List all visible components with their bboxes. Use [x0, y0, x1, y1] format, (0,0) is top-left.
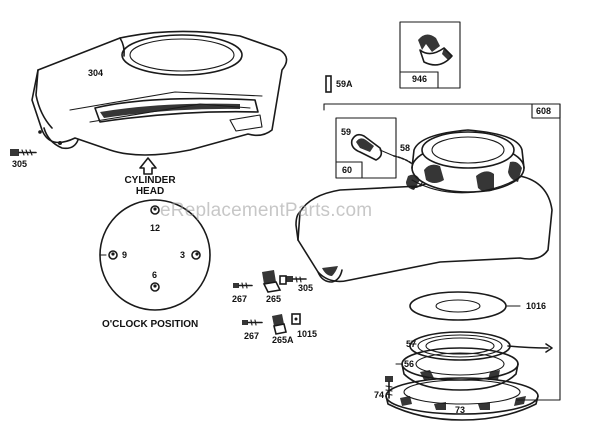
label-60: 60 [342, 165, 353, 175]
screw-305-right [286, 276, 307, 283]
label-265a: 265A [272, 335, 294, 345]
starter-frame-608 [323, 103, 561, 401]
label-57: 57 [406, 339, 417, 349]
label-73: 73 [455, 405, 466, 415]
screw-267-top [233, 282, 253, 289]
watermark: eReplacementParts.com [160, 200, 373, 221]
label-56: 56 [404, 359, 415, 369]
label-304: 304 [88, 68, 104, 78]
part-946-box [399, 21, 461, 89]
label-608: 608 [536, 106, 552, 116]
label-59a: 59A [336, 79, 353, 89]
label-267-bottom: 267 [244, 331, 260, 341]
screw-305-left [10, 149, 37, 156]
label-265: 265 [266, 294, 282, 304]
spacer-265 [262, 270, 287, 293]
label-59: 59 [341, 127, 352, 137]
label-1015: 1015 [297, 329, 318, 339]
cylinder-head-line2: HEAD [135, 185, 165, 197]
screw-267-bottom [242, 319, 263, 326]
label-946: 946 [412, 74, 428, 84]
handle-inset-box [335, 117, 397, 179]
label-305-right: 305 [298, 283, 314, 293]
blower-housing-starter [295, 129, 553, 283]
pin-59a [325, 75, 332, 93]
cylinder-head-line1: CYLINDER [124, 175, 176, 186]
clock-caption: O'CLOCK POSITION [102, 319, 199, 330]
washer-1016 [409, 291, 507, 321]
cylinder-head-title: CYLINDER HEAD [122, 175, 178, 197]
label-267-top: 267 [232, 294, 248, 304]
clock-label-3: 3 [180, 250, 186, 260]
washer-1015 [291, 313, 301, 325]
clock-label-6: 6 [152, 270, 158, 280]
clock-label-9: 9 [122, 250, 128, 260]
label-74: 74 [374, 390, 385, 400]
label-1016: 1016 [526, 301, 547, 311]
cylinder-head-arrow [139, 157, 157, 175]
screw-74 [385, 376, 393, 399]
starter-base-73 [385, 377, 539, 421]
clock-label-12: 12 [150, 223, 161, 233]
spacer-265a [272, 314, 287, 335]
clock-position-circle [99, 199, 211, 311]
label-305-left: 305 [12, 159, 28, 169]
label-58: 58 [400, 143, 411, 153]
recoil-spring-57 [409, 331, 553, 361]
blower-housing-304 [31, 30, 288, 156]
